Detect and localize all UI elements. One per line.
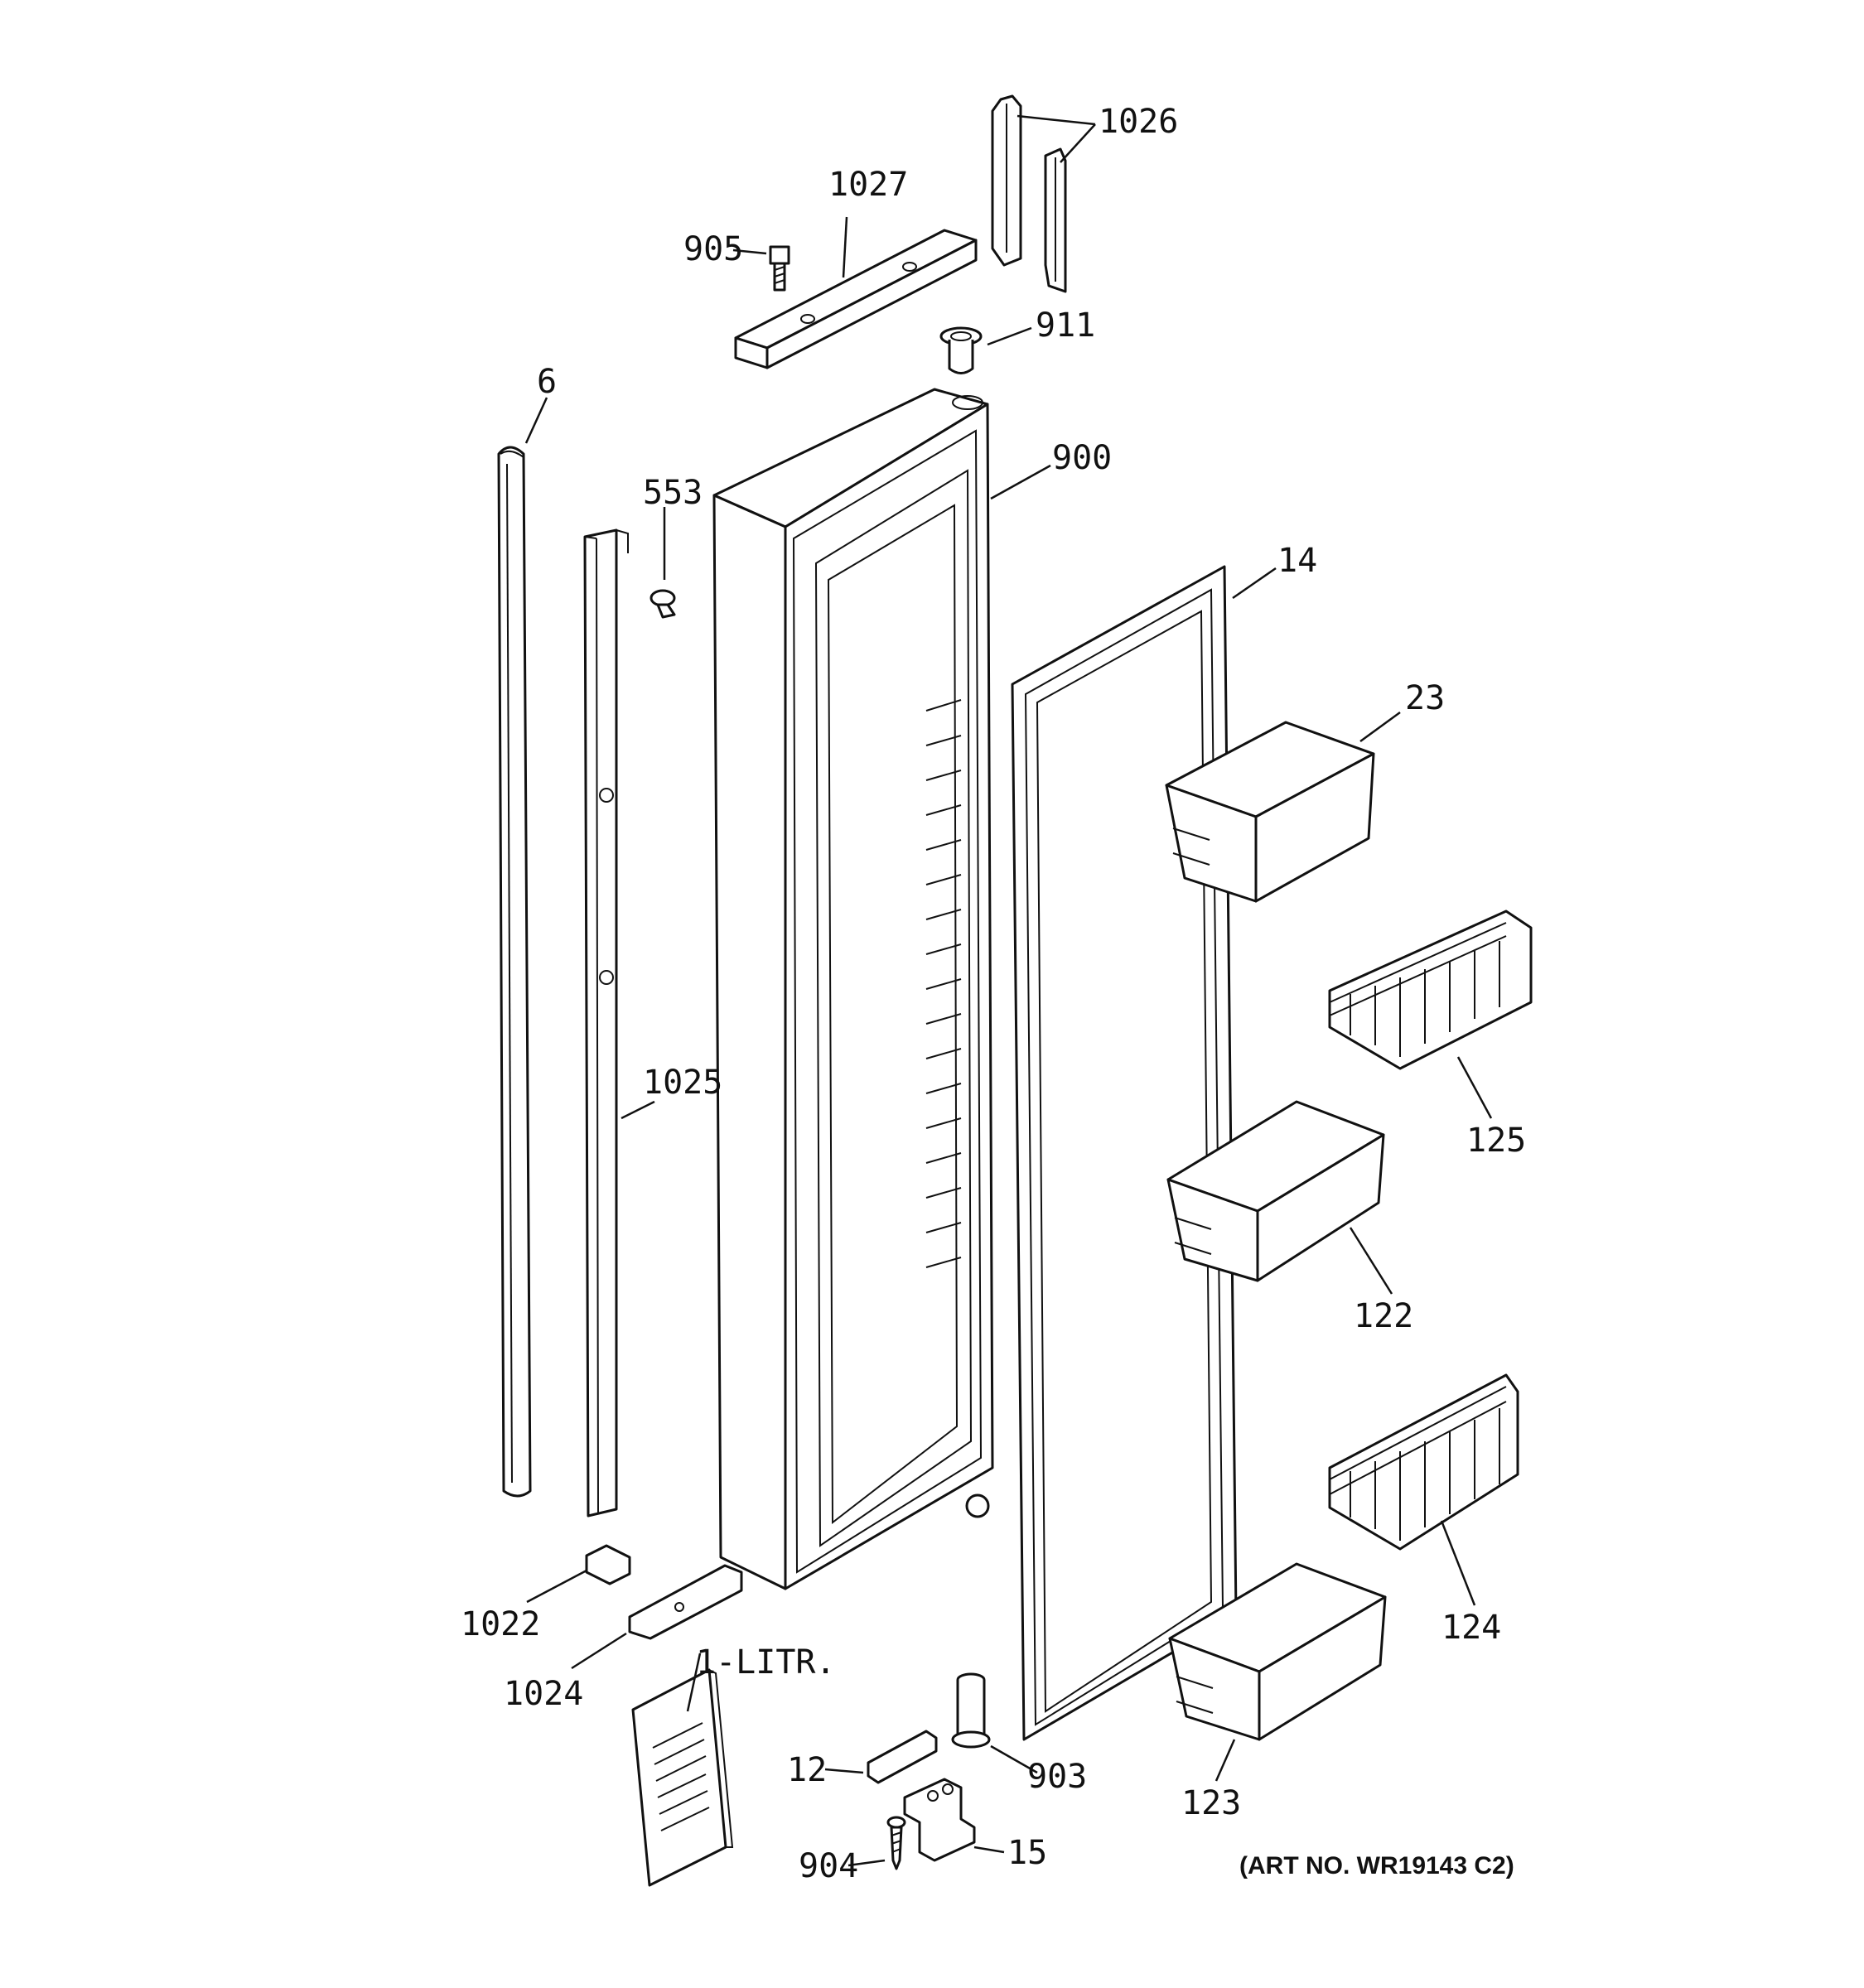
callout-1024: 1024 bbox=[504, 1675, 583, 1713]
callout-125: 125 bbox=[1466, 1122, 1526, 1160]
art-number: (ART NO. WR19143 C2) bbox=[1239, 1852, 1514, 1879]
part-1024-bottom-bracket bbox=[571, 1564, 743, 1670]
part-1022-clip bbox=[526, 1544, 631, 1604]
part-23-door-bin bbox=[1165, 711, 1401, 903]
callout-1-litr: 1-LITR. bbox=[696, 1643, 836, 1682]
callout-553: 553 bbox=[643, 474, 703, 512]
part-1027-top-bracket bbox=[734, 216, 978, 369]
callout-911: 911 bbox=[1036, 306, 1095, 345]
part-903-bushing bbox=[951, 1672, 1038, 1774]
part-900-door-assembly bbox=[712, 388, 1051, 1590]
part-12-hinge-plate bbox=[824, 1730, 938, 1784]
part-1025-mounting-rail bbox=[583, 528, 655, 1518]
callout-1026: 1026 bbox=[1099, 103, 1178, 141]
callout-904: 904 bbox=[799, 1847, 858, 1885]
part-15-bottom-hinge bbox=[903, 1778, 1005, 1862]
part-1026-trim-channel bbox=[991, 94, 1096, 293]
callout-6: 6 bbox=[537, 363, 557, 401]
callout-1022: 1022 bbox=[461, 1605, 540, 1643]
callout-23: 23 bbox=[1405, 679, 1445, 717]
callout-14: 14 bbox=[1277, 542, 1317, 580]
callout-122: 122 bbox=[1354, 1297, 1413, 1335]
part-553-screw bbox=[650, 507, 676, 619]
callout-900: 900 bbox=[1052, 439, 1112, 477]
callout-1027: 1027 bbox=[828, 166, 908, 204]
callout-124: 124 bbox=[1441, 1609, 1501, 1647]
callout-903: 903 bbox=[1027, 1758, 1087, 1796]
part-122-door-bin bbox=[1166, 1100, 1393, 1295]
part-904-screw bbox=[847, 1816, 906, 1870]
part-125-wire-basket bbox=[1328, 910, 1533, 1119]
part-124-wire-basket bbox=[1328, 1373, 1519, 1606]
callout-905: 905 bbox=[683, 230, 743, 268]
part-123-door-bin bbox=[1168, 1562, 1387, 1782]
callout-123: 123 bbox=[1181, 1784, 1241, 1822]
callout-1025: 1025 bbox=[643, 1064, 722, 1102]
part-6-handle-trim bbox=[497, 397, 548, 1498]
part-905-bolt bbox=[732, 245, 790, 292]
callout-15: 15 bbox=[1007, 1834, 1047, 1872]
callout-12: 12 bbox=[787, 1751, 827, 1789]
part-1-litr-booklet bbox=[631, 1653, 734, 1887]
part-911-bushing bbox=[939, 326, 1032, 374]
